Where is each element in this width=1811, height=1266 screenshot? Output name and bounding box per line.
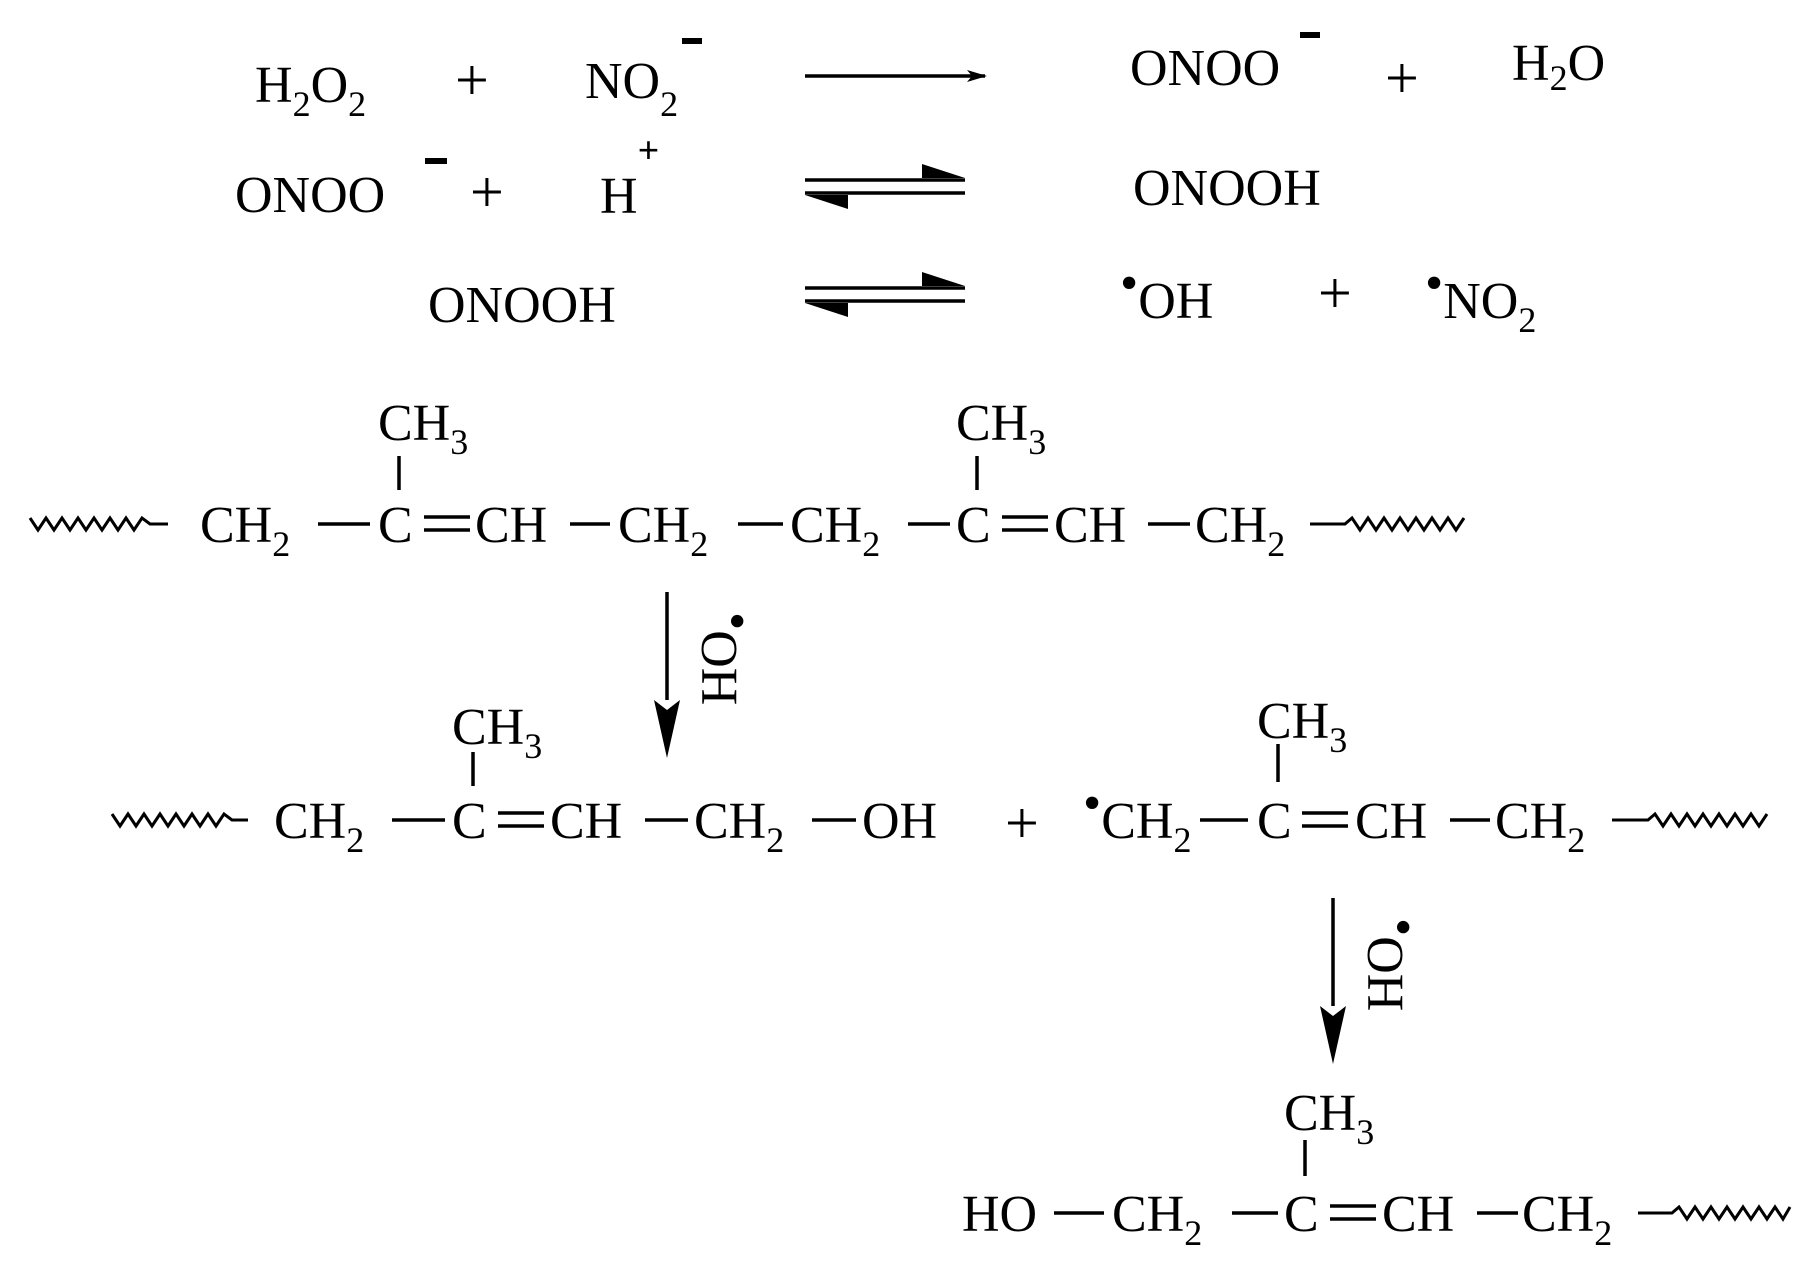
hydroxylated-chain: CH2 C CH3 CH CH2 OH + [110, 699, 1039, 860]
chain2-ch2-1: CH2 [274, 793, 364, 860]
eq2-equilibrium-arrow [805, 164, 965, 209]
eq2-peroxynitrite: ONOO [235, 167, 385, 224]
chain1-ch2-2: CH2 [618, 497, 708, 564]
eq1-peroxynitrite: ONOO [1130, 40, 1280, 97]
eq1-plus-2: + [1385, 45, 1419, 111]
chain1-ch2-4: CH2 [1195, 497, 1285, 564]
oh-attack-arrow-1: •OH [654, 592, 765, 758]
chain4-methyl: CH3 [1284, 1085, 1374, 1152]
chain2-left-end-zigzag [110, 811, 248, 829]
equation-3: ONOOH •OH + •NO2 [428, 255, 1536, 340]
chain4-right-end-zigzag [1638, 1204, 1792, 1222]
chain4-c: C [1284, 1186, 1319, 1243]
equation-1: H2O2 + NO2 ONOO + H2O [255, 32, 1605, 124]
eq2-peroxynitrite-charge [425, 158, 447, 164]
chain4-ch2-1: CH2 [1112, 1186, 1202, 1253]
oh-attack-arrow-2: •OH [1320, 898, 1431, 1064]
eq1-h2o2: H2O2 [255, 57, 366, 124]
chain2-ch: CH [550, 793, 622, 850]
chain1-ch2-1: CH2 [200, 497, 290, 564]
eq3-hydroxyl-radical: •OH [1120, 255, 1213, 330]
eq3-nitrogen-dioxide-radical: •NO2 [1425, 255, 1536, 340]
chain1-c-1: C [378, 497, 413, 554]
chain1-methyl-2: CH3 [956, 395, 1046, 462]
chain1-methyl-1: CH3 [378, 395, 468, 462]
chain3-right-end-zigzag [1612, 811, 1769, 829]
chain3-c: C [1257, 793, 1292, 850]
chain2-hydroxyl: OH [862, 793, 937, 850]
eq1-nitrite-charge [682, 38, 702, 44]
eq1-peroxynitrite-charge [1300, 32, 1320, 38]
chain1-c-2: C [956, 497, 991, 554]
arrow1-reagent: •OH [690, 612, 765, 705]
chain1-ch-1: CH [475, 497, 547, 554]
chain3-radical-ch2: •CH2 [1083, 775, 1191, 860]
equation-2: ONOO + H+ ONOOH [235, 130, 1321, 225]
chain1-ch-2: CH [1054, 497, 1126, 554]
arrow1-head [654, 700, 680, 758]
arrow2-head [1320, 1006, 1346, 1064]
final-hydroxylated-chain: HO CH2 C CH3 CH CH2 [962, 1085, 1792, 1253]
chain4-hydroxyl: HO [962, 1186, 1037, 1243]
chain2-c: C [452, 793, 487, 850]
chain2-ch2-2: CH2 [694, 793, 784, 860]
chain2-methyl: CH3 [452, 699, 542, 766]
eq1-nitrite: NO2 [585, 53, 678, 124]
eq2-plus: + [470, 159, 504, 225]
eq2-peroxynitrous-acid: ONOOH [1133, 160, 1321, 217]
chain2-plus: + [1005, 790, 1039, 856]
chain4-ch2-2: CH2 [1522, 1186, 1612, 1253]
chain1-right-end-zigzag [1310, 515, 1466, 533]
arrow2-reagent: •OH [1356, 918, 1431, 1011]
eq3-peroxynitrous-acid: ONOOH [428, 277, 616, 334]
chain1-ch2-3: CH2 [790, 497, 880, 564]
eq3-plus: + [1318, 260, 1352, 326]
chain1-left-end-zigzag [28, 515, 168, 533]
chain3-ch2: CH2 [1495, 793, 1585, 860]
chain4-ch: CH [1382, 1186, 1454, 1243]
eq2-proton: H+ [600, 130, 659, 225]
chain3-methyl: CH3 [1257, 693, 1347, 760]
polyisoprene-chain: CH2 C CH3 CH CH2 CH2 C CH3 CH CH2 [28, 395, 1466, 564]
eq1-water: H2O [1512, 35, 1605, 98]
radical-chain: •CH2 C CH3 CH CH2 [1083, 693, 1769, 860]
eq3-equilibrium-arrow [805, 272, 965, 317]
eq1-plus-1: + [455, 47, 489, 113]
chain3-ch: CH [1355, 793, 1427, 850]
